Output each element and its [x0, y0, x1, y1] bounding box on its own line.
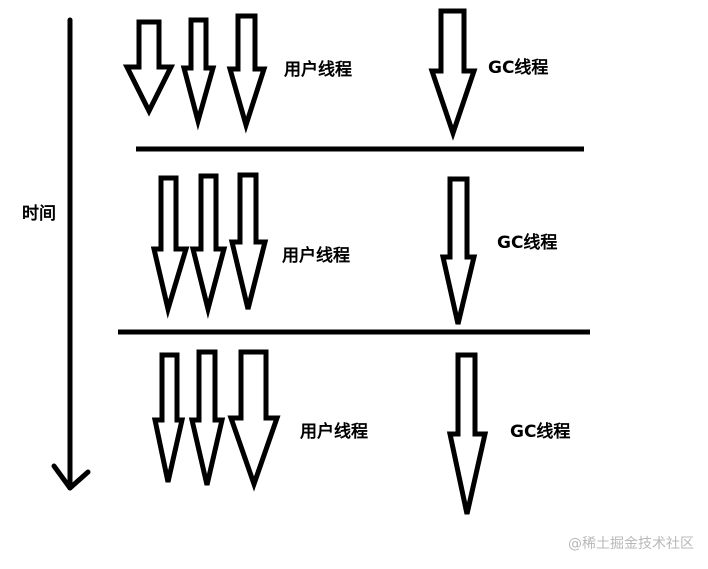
user-thread-arrow — [122, 19, 176, 117]
user-thread-arrow — [151, 352, 186, 483]
time-axis-label: 时间 — [22, 204, 56, 224]
user-thread-arrow — [150, 175, 190, 319]
gc-thread-label: GC线程 — [510, 422, 571, 442]
watermark: @稀土掘金技术社区 — [568, 536, 694, 552]
user-thread-label: 用户线程 — [284, 60, 352, 80]
gc-thread-arrow — [428, 8, 478, 141]
user-thread-arrow — [226, 13, 268, 134]
user-thread-arrow — [228, 172, 269, 310]
gc-thread-label: GC线程 — [488, 58, 549, 78]
user-thread-label: 用户线程 — [300, 422, 368, 442]
user-thread-arrow — [180, 17, 217, 131]
gc-thread-label: GC线程 — [497, 233, 558, 253]
time-axis — [51, 17, 91, 491]
user-thread-arrow — [188, 349, 226, 486]
user-thread-label: 用户线程 — [282, 246, 350, 266]
user-thread-arrow — [189, 173, 228, 319]
gc-thread-arrow — [439, 176, 478, 325]
user-thread-arrow — [227, 349, 281, 492]
time-axis-arrowhead — [51, 463, 91, 491]
gc-thread-arrow — [446, 352, 489, 515]
